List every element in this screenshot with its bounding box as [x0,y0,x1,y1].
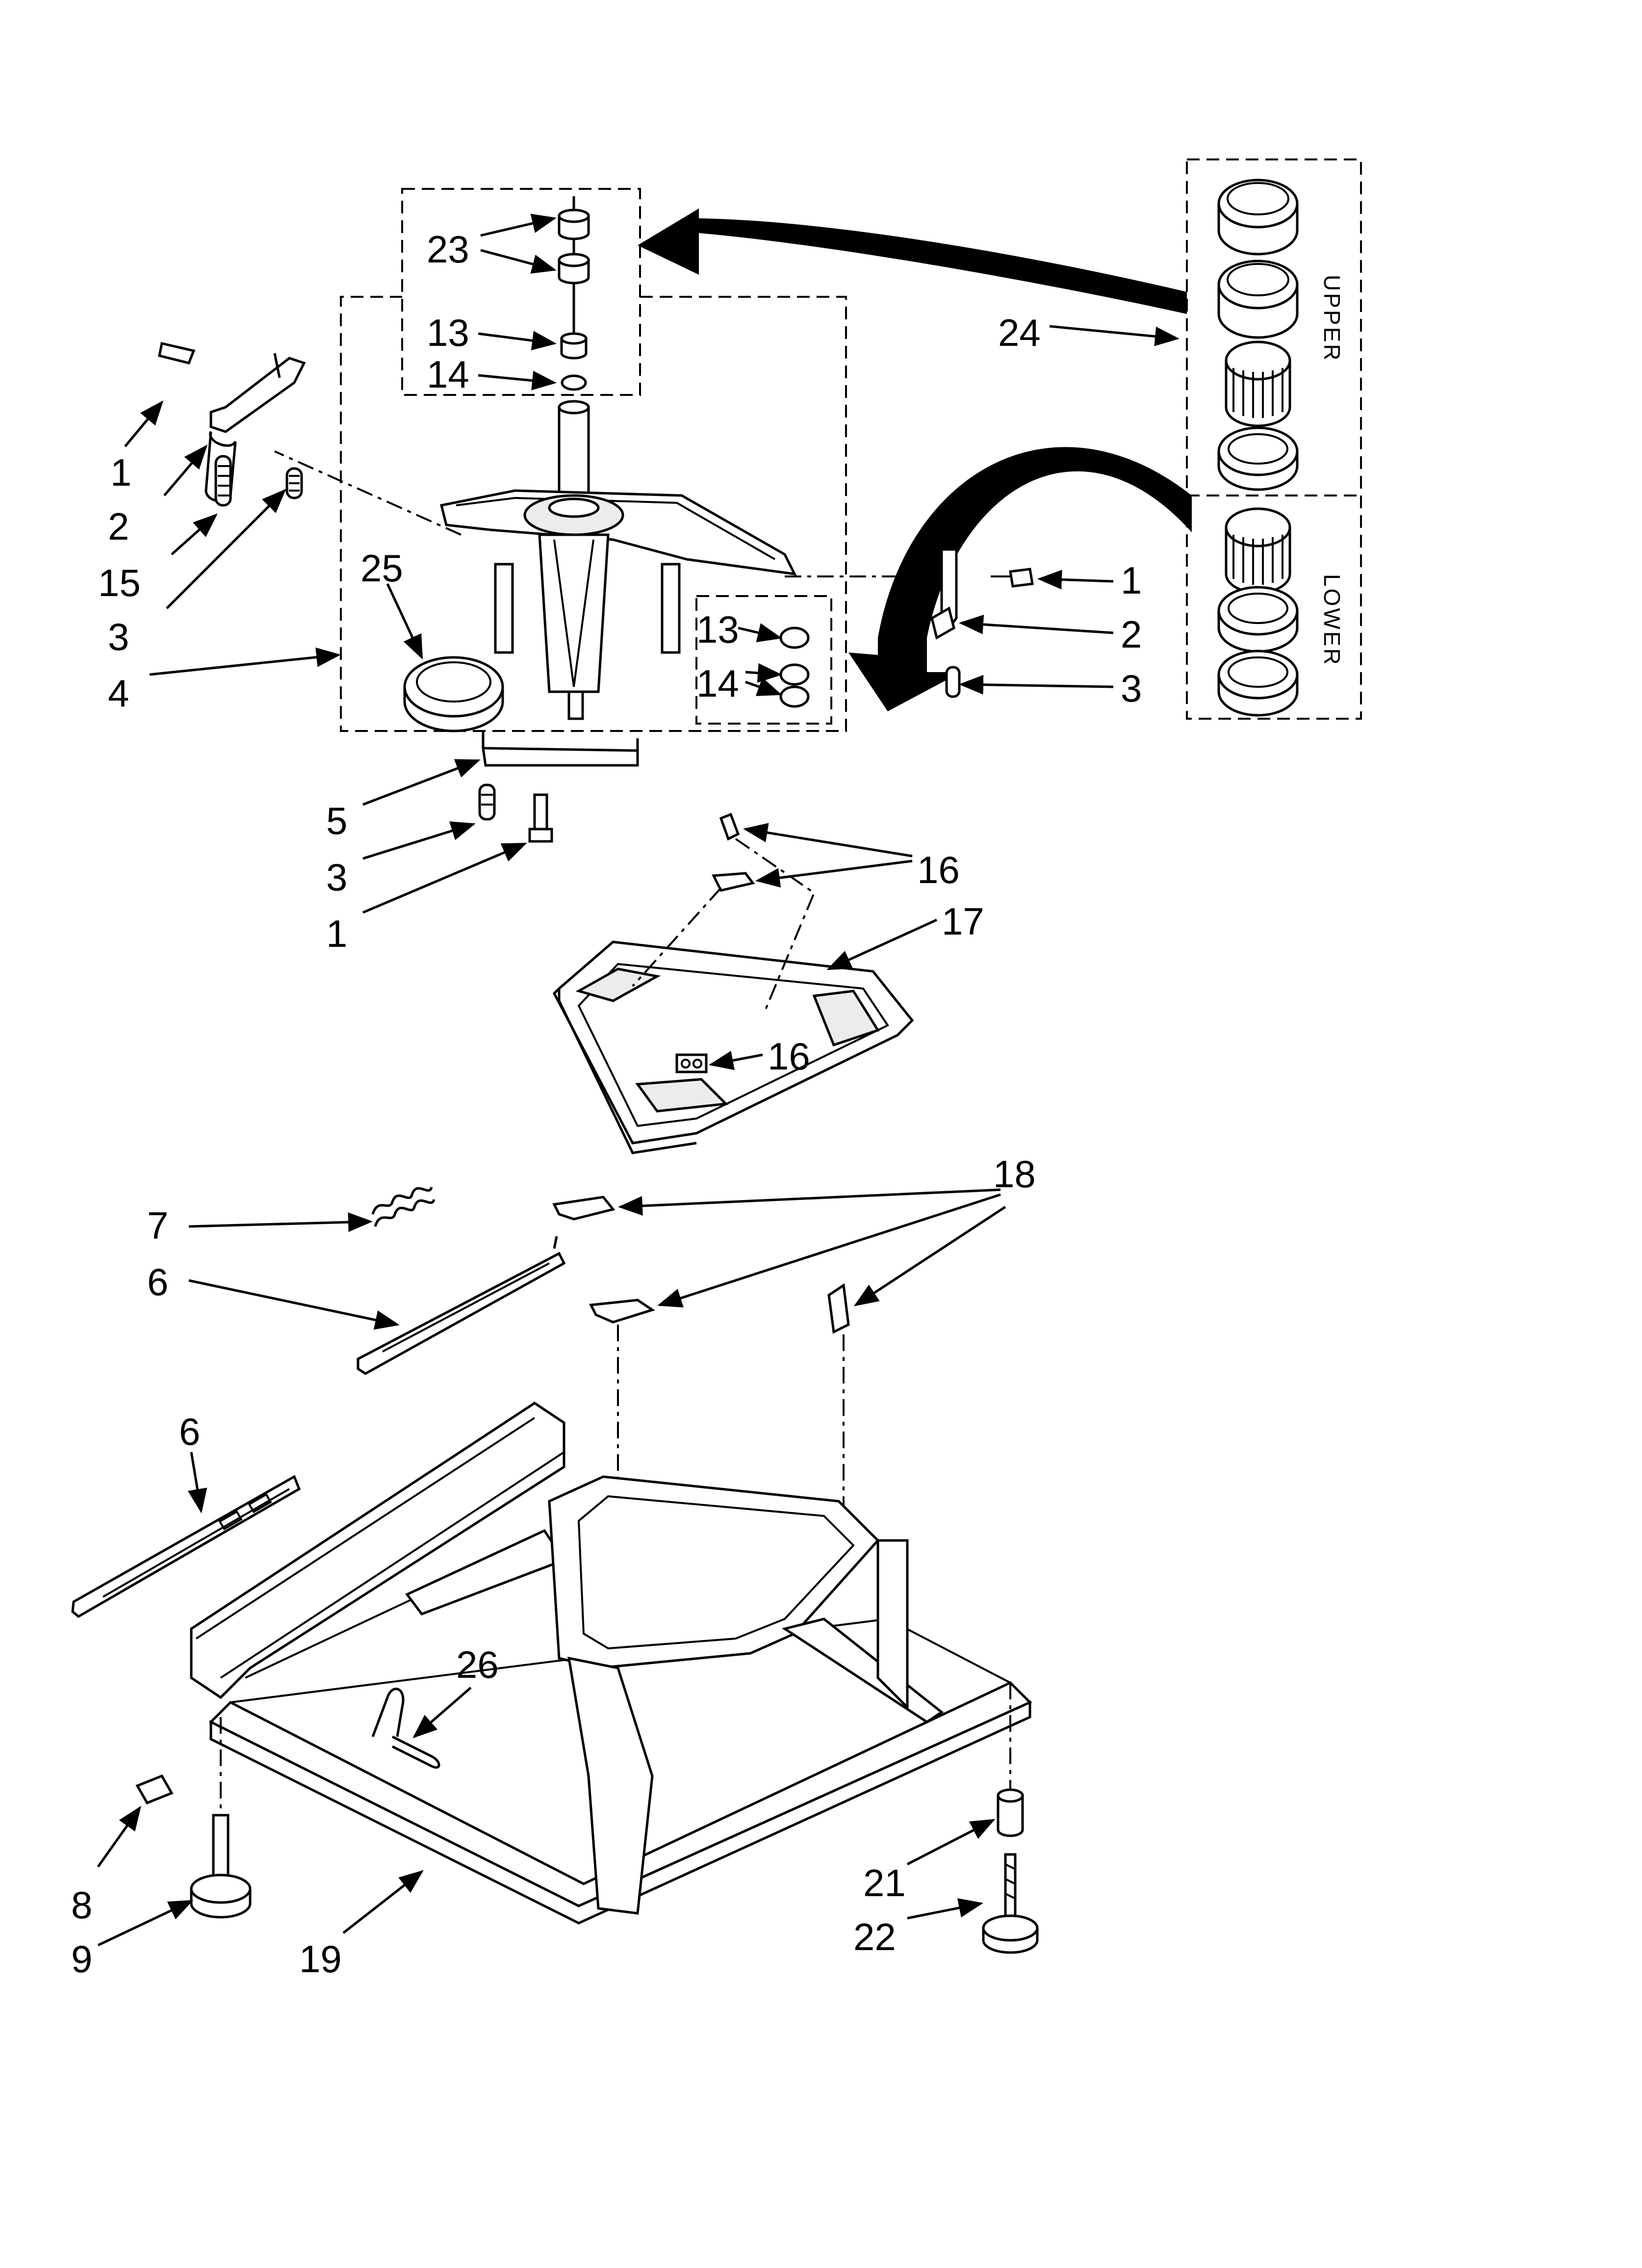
base-frame-19 [190,1402,1032,1925]
callout-13: 13 [696,608,739,651]
callout-16: 16 [768,1035,810,1078]
callout-9: 9 [71,1937,92,1981]
callout-6: 6 [179,1410,200,1453]
upper-ring-icon [1217,260,1299,339]
callout-5: 5 [326,799,347,842]
spring-7 [371,1187,436,1227]
callout-2: 2 [108,505,129,548]
kit-lower-arrow [848,447,1192,711]
callout-21: 21 [863,1861,906,1904]
callout-18: 18 [993,1152,1036,1196]
callout-8: 8 [71,1883,92,1927]
upper-ring-icon [1217,179,1299,256]
lower-gear-icon [1225,507,1291,594]
callout-24: 24 [998,311,1041,354]
suspension-assembly-box [340,296,847,732]
rail-6-lower [71,1475,301,1618]
callout-13: 13 [427,311,469,354]
tub-support-assembly [274,400,942,720]
callout-3: 3 [1121,667,1142,710]
callout-25: 25 [360,547,403,590]
lower-seal-icon [1217,650,1299,717]
callout-14: 14 [696,662,739,705]
callout-19: 19 [299,1937,342,1981]
callout-labels: 1 2 15 3 4 25 23 13 14 24 1 2 3 13 14 5 … [71,228,1142,1981]
right-bracket-set [930,548,1034,698]
upper-bearing-parts [558,196,590,391]
lower-bearing-parts [779,626,810,708]
callout-4: 4 [108,672,129,715]
callout-3: 3 [326,856,347,899]
callout-3: 3 [108,615,129,658]
kit-upper-arrow [638,209,1187,314]
left-bracket-set [158,341,306,507]
kit-lower-label: LOWER [1319,574,1345,667]
base-tub-support [548,1475,944,1915]
callout-15: 15 [98,561,141,604]
callout-1: 1 [1121,559,1142,602]
callout-1: 1 [110,451,131,494]
callout-16: 16 [917,848,960,891]
bottom-bracket-set [478,731,639,843]
j-bolt-26 [371,1688,440,1769]
callout-14: 14 [427,353,469,396]
upper-gear-icon [1225,340,1291,427]
lower-bearing-box [695,595,832,725]
callout-6: 6 [147,1260,168,1303]
callout-2: 2 [1121,613,1142,656]
snubber-ring-25 [403,656,504,732]
bearing-kit-box: UPPER LOWER [1186,158,1362,720]
callout-1: 1 [326,912,347,955]
top-support-frame-17 [552,940,914,1154]
upper-bearing-box [401,188,641,396]
lower-seal-icon [1217,586,1299,653]
callout-26: 26 [456,1643,499,1686]
leader-lines [97,213,1180,1947]
callout-22: 22 [853,1915,896,1958]
callout-23: 23 [427,228,469,271]
callout-7: 7 [147,1204,168,1247]
frame-clips-16 [632,812,816,1073]
kit-upper-label: UPPER [1319,275,1345,362]
foot-right [982,1683,1039,1954]
callout-17: 17 [942,900,984,943]
upper-seal-icon [1217,426,1299,491]
rail-6-upper [357,1236,566,1375]
